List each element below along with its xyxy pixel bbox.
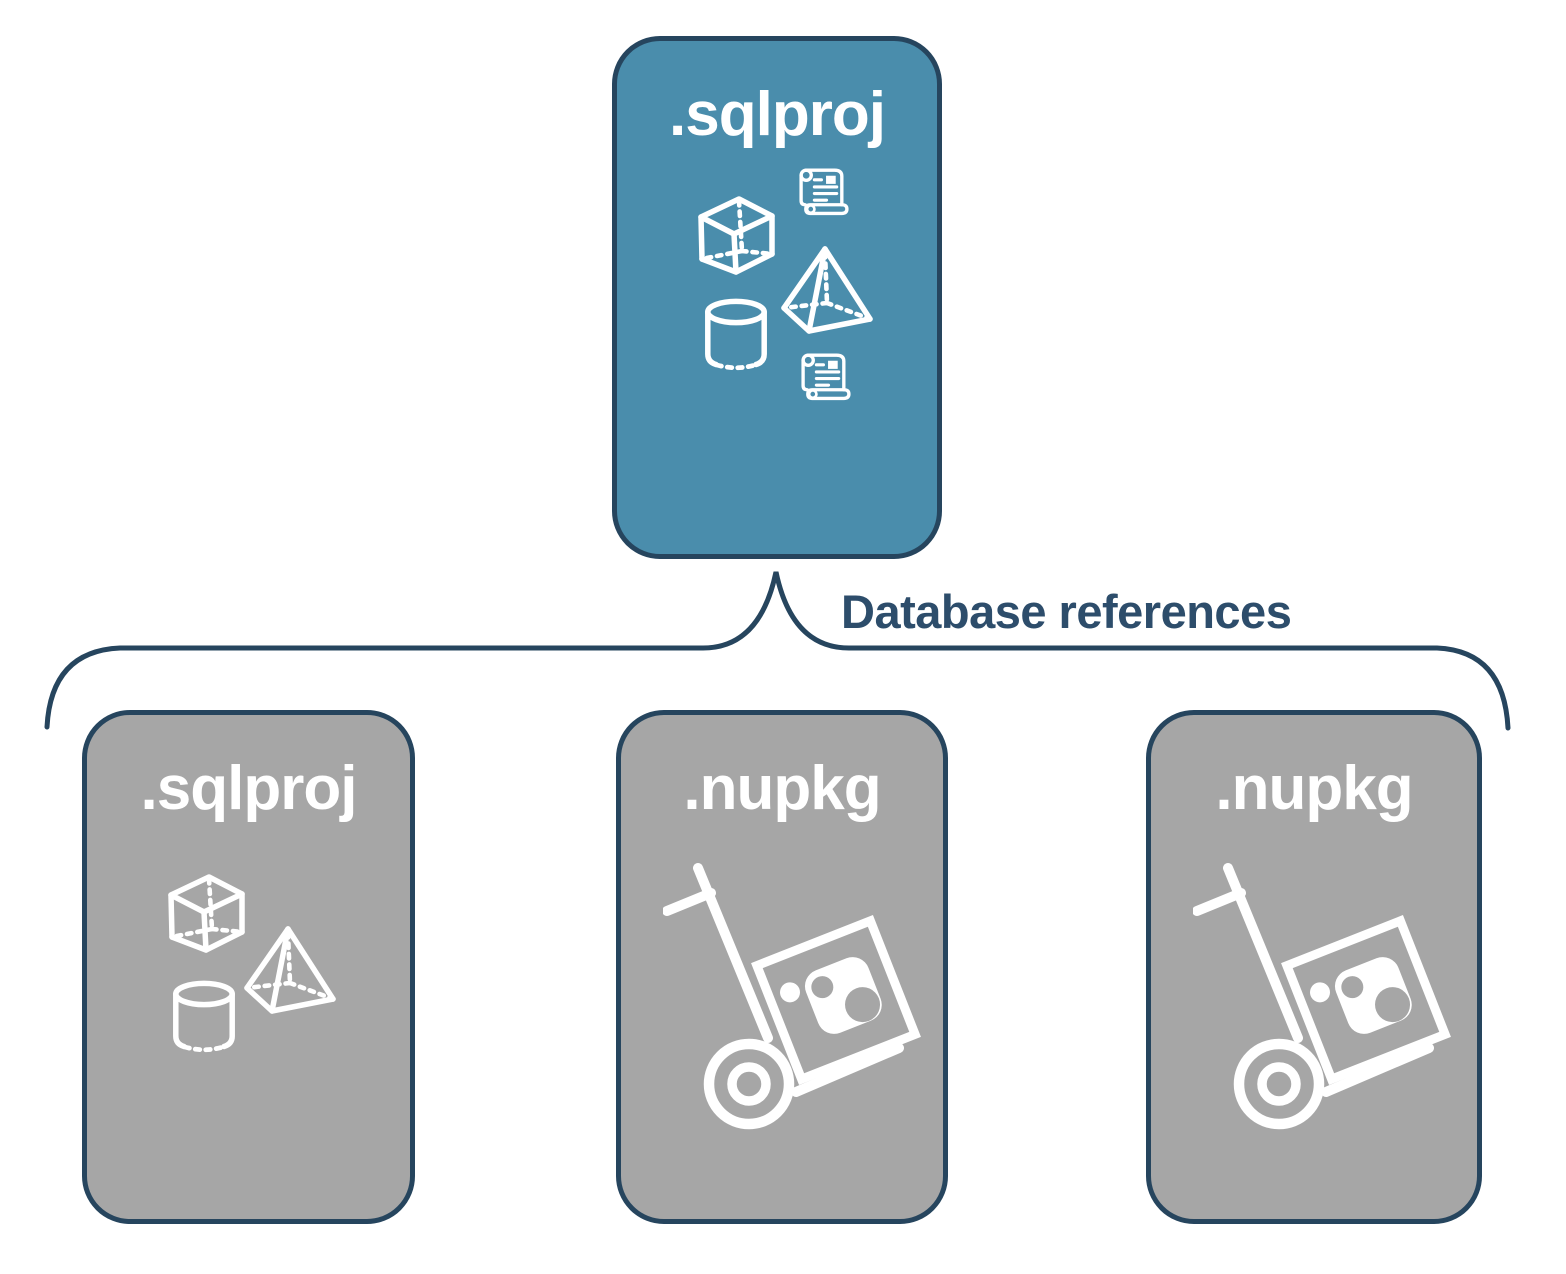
cube-icon — [691, 187, 783, 277]
child-card-nupkg-1: .nupkg — [616, 710, 948, 1224]
script-icon — [795, 163, 852, 218]
card-title: .sqlproj — [140, 754, 358, 823]
nuget-dolly-icon — [1193, 855, 1451, 1133]
root-card-sqlproj: .sqlproj — [612, 36, 942, 559]
cube-icon — [161, 865, 253, 955]
card-title: .nupkg — [1215, 754, 1413, 823]
cylinder-icon — [702, 298, 770, 380]
child-card-sqlproj: .sqlproj — [82, 710, 415, 1224]
pyramid-icon — [240, 913, 340, 1017]
child-card-nupkg-2: .nupkg — [1146, 710, 1482, 1224]
nuget-dolly-icon — [663, 855, 921, 1133]
cylinder-icon — [170, 980, 238, 1062]
card-title: .sqlproj — [669, 80, 886, 149]
pyramid-icon — [777, 233, 877, 337]
connector-label: Database references — [841, 585, 1292, 638]
card-title: .nupkg — [683, 754, 881, 823]
script-icon — [797, 348, 854, 403]
